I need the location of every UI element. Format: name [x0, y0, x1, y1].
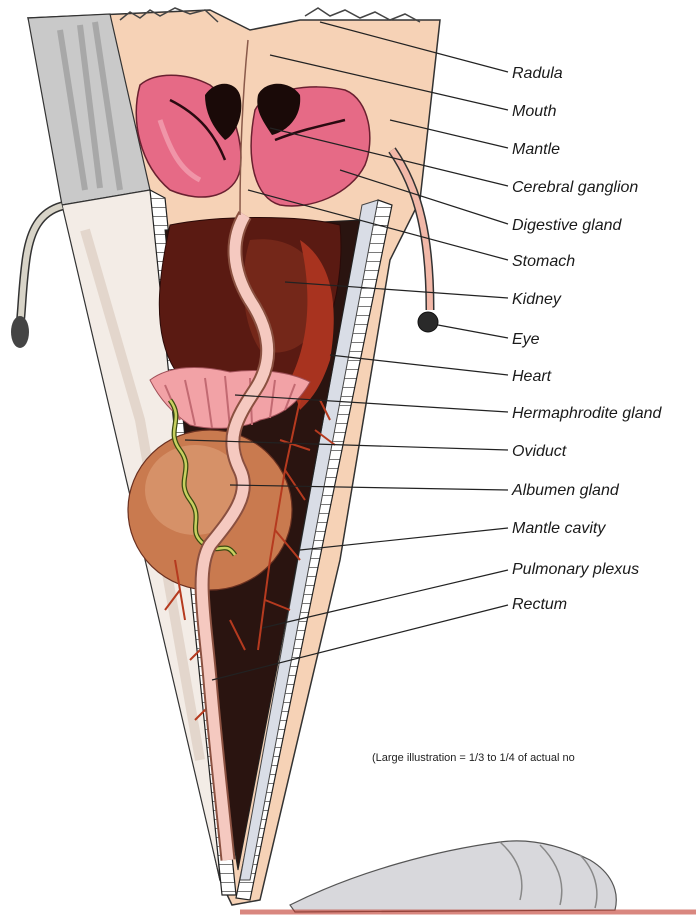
eye-spot	[418, 312, 438, 332]
label-oviduct: Oviduct	[512, 443, 566, 461]
label-mantle-cavity: Mantle cavity	[512, 520, 605, 538]
label-mouth: Mouth	[512, 103, 556, 121]
label-cerebral-ganglion: Cerebral ganglion	[512, 179, 638, 197]
label-kidney: Kidney	[512, 291, 561, 309]
small-side-view	[290, 841, 616, 912]
label-hermaphrodite-gland: Hermaphrodite gland	[512, 405, 661, 423]
label-rectum: Rectum	[512, 596, 567, 614]
label-heart: Heart	[512, 368, 551, 386]
label-mantle: Mantle	[512, 141, 560, 159]
label-eye: Eye	[512, 331, 540, 349]
left-tentacle-tip	[11, 316, 29, 348]
label-pulmonary-plexus: Pulmonary plexus	[512, 561, 639, 579]
scale-note: (Large illustration = 1/3 to 1/4 of actu…	[372, 752, 575, 764]
label-radula: Radula	[512, 65, 563, 83]
label-albumen-gland: Albumen gland	[512, 482, 619, 500]
label-digestive-gland: Digestive gland	[512, 217, 621, 235]
label-stomach: Stomach	[512, 253, 575, 271]
